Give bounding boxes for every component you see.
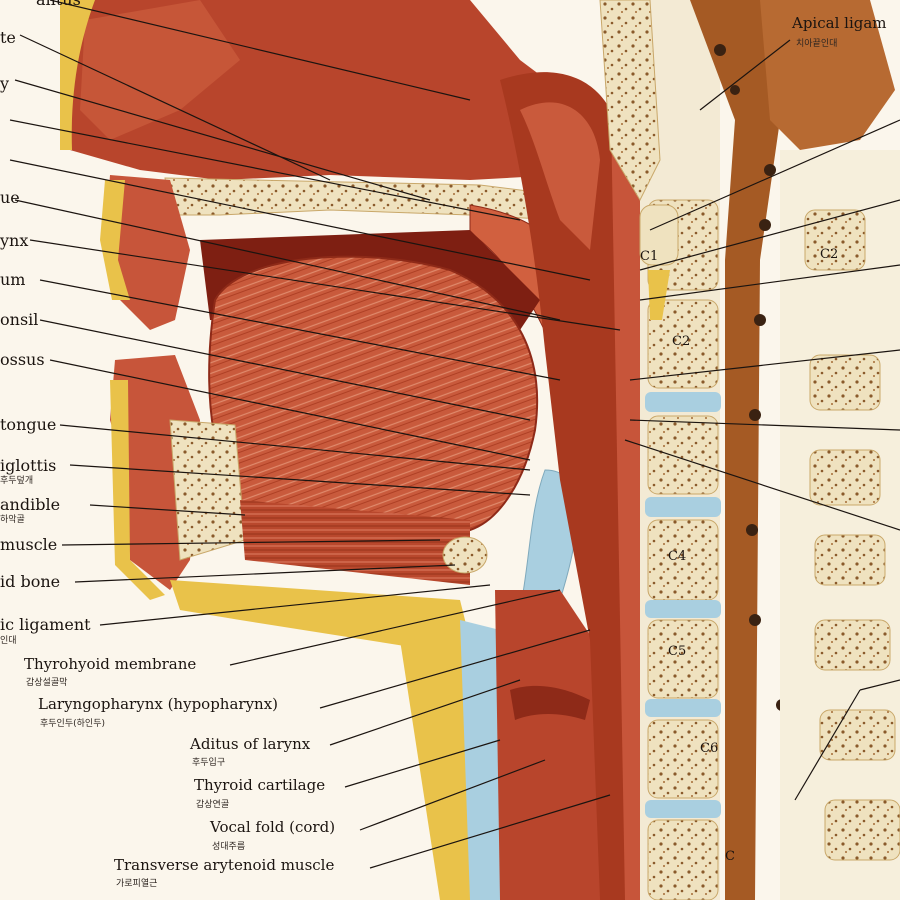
nasopharynx (520, 102, 600, 250)
hyoid-bone (442, 536, 488, 574)
vertebra-label-c2: C2 (672, 334, 691, 349)
label-thyrohyoid-membrane: Thyrohyoid membrane (24, 655, 197, 673)
chin-fat (110, 380, 165, 600)
nasal-septum (80, 0, 240, 140)
label-aditus-of-larynx-ko: 후두입구 (192, 758, 226, 768)
label-thyroid-cartilage-ko: 갑상연골 (196, 800, 230, 810)
label-mandible: andible (0, 495, 61, 514)
submental-fat (170, 580, 470, 650)
spinous-processes (804, 209, 900, 861)
label-apical-ligament: Apical ligam (792, 14, 887, 32)
posterior-neck (780, 150, 900, 900)
pharynx (500, 72, 630, 900)
label-top: antus (36, 0, 81, 8)
label-ossus: ossus (0, 350, 45, 369)
c1-ligament (648, 270, 670, 320)
label-vocal-fold: Vocal fold (cord) (210, 818, 336, 836)
label-aditus-of-larynx: Aditus of larynx (190, 735, 311, 753)
upper-lip-fat (100, 180, 130, 300)
label-laryngopharynx-ko: 후두인두(하인두) (40, 719, 105, 729)
label-epiglottis: iglottis (0, 456, 57, 475)
label-transverse-arytenoid-ko: 가로피열근 (116, 879, 158, 889)
geniohyoid-muscle (240, 500, 470, 585)
vocal-fold (510, 685, 590, 720)
label-te: te (0, 28, 16, 47)
label-ue: ue (0, 188, 20, 207)
label-muscle: muscle (0, 535, 58, 554)
label-hyoid-bone: id bone (0, 572, 61, 591)
label-ligament-ko: 인대 (0, 636, 17, 646)
neck-anterior-fat (400, 640, 480, 900)
spinal-cord (690, 0, 800, 900)
label-mandible-ko: 하악골 (0, 515, 25, 525)
label-apical-ligament-ko: 치아끝인대 (796, 39, 838, 49)
label-laryngopharynx: Laryngopharynx (hypopharynx) (38, 695, 279, 713)
label-onsil: onsil (0, 310, 39, 329)
dens (599, 0, 661, 202)
label-um: um (0, 270, 26, 289)
intervertebral-discs (645, 392, 721, 818)
brainstem (760, 0, 895, 150)
vertebra-label-c6: C6 (700, 741, 719, 756)
label-vocal-fold-ko: 성대주름 (212, 842, 246, 852)
vertebra-label-c2-posterior: C2 (820, 247, 839, 262)
face-fat-upper (60, 0, 95, 150)
label-thyroid-cartilage: Thyroid cartilage (194, 776, 326, 794)
label-transverse-arytenoid: Transverse arytenoid muscle (114, 856, 335, 874)
label-thyrohyoid-membrane-ko: 갑상설골막 (26, 678, 68, 688)
vertebra-label-c7: C (725, 849, 735, 864)
mandible (169, 419, 246, 561)
vertebra-label-c4: C4 (668, 549, 687, 564)
label-tongue: tongue (0, 415, 57, 434)
tongue (208, 255, 539, 532)
label-y: y (0, 74, 10, 93)
label-ynx: ynx (0, 231, 29, 250)
label-ligament: ic ligament (0, 615, 91, 634)
vertebra-label-c5: C5 (668, 644, 687, 659)
vertebra-label-c1: C1 (640, 249, 659, 264)
label-epiglottis-ko: 후두덮개 (0, 476, 34, 486)
leader-lines (9, 0, 900, 869)
